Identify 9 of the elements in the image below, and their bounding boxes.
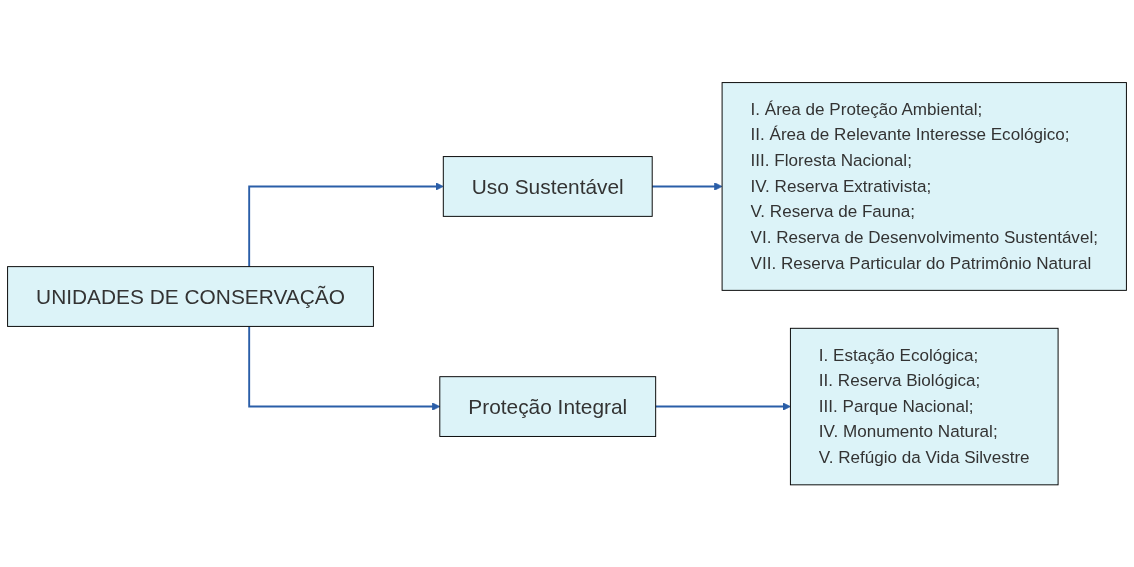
node-box: UNIDADES DE CONSERVAÇÃO <box>7 265 374 327</box>
arrow <box>654 402 791 411</box>
arrow <box>248 182 444 268</box>
node-box: Proteção Integral <box>439 376 657 437</box>
arrow <box>248 325 441 411</box>
node-box: I. Estação Ecológica; II. Reserva Biológica; III. Parque Nacional; IV. Monumento Natural; V. Refúgio da Vida Silvestre <box>789 327 1059 486</box>
arrow <box>651 182 723 191</box>
node-box: I. Área de Proteção Ambiental; II. Área de Relevante Interesse Ecológico; III. Floresta Nacional; IV. Reserva Extrativista; V. Reserva de Fauna; VI. Reserva de Desenvolvimento Sustentável; VII. Reserva Particular do Patrimônio Natural <box>721 81 1127 291</box>
node-box: Uso Sustentável <box>442 155 653 217</box>
